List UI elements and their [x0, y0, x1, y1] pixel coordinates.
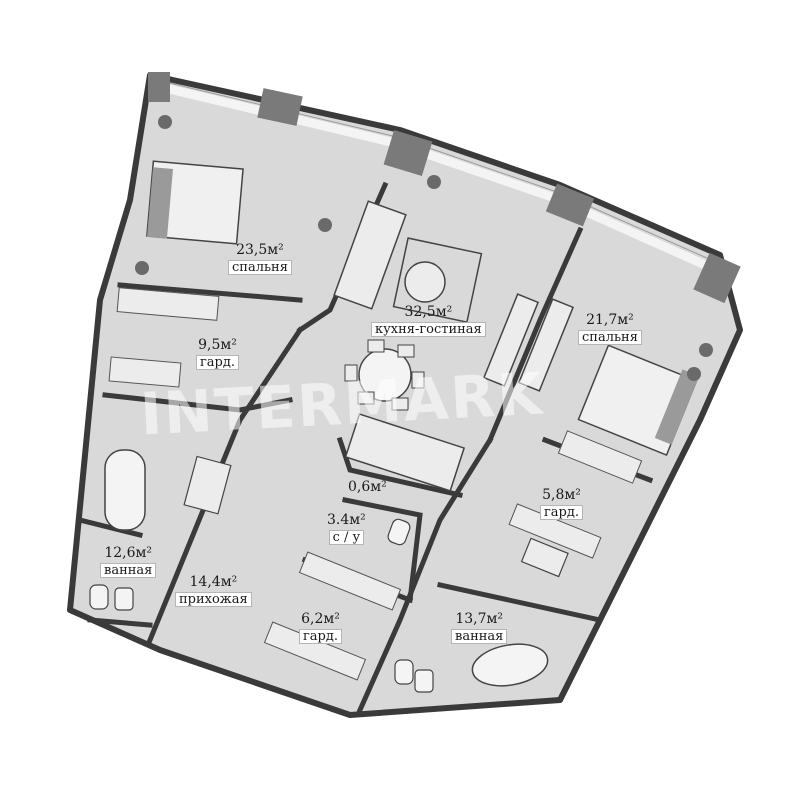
dining-chairs [344, 339, 425, 411]
room-label-wardrobe-1: 9,5м² гард. [196, 337, 240, 371]
dining-table [358, 348, 412, 402]
room-label-wardrobe-3: 6,2м² гард. [299, 611, 343, 645]
room-name: ванная [100, 562, 157, 579]
room-area: 13,7м² [455, 611, 504, 627]
column [148, 72, 170, 102]
bathtub [471, 643, 549, 687]
kitchen-counter [517, 298, 575, 392]
room-area: 5,8м² [542, 487, 581, 503]
room-area: 0,6м² [348, 479, 387, 495]
wardrobe-shelves [108, 287, 643, 681]
coffee-table [404, 261, 446, 303]
kitchen-counter [482, 293, 540, 387]
room-name: гард. [196, 354, 240, 371]
sanitary-fixtures [89, 455, 569, 693]
column [257, 88, 303, 126]
column [545, 183, 595, 227]
room-name: спальня [578, 329, 642, 346]
bathtub [104, 449, 146, 531]
room-name: ванная [451, 628, 508, 645]
room-area: 21,7м² [586, 312, 634, 328]
room-label-wardrobe-2: 5,8м² гард. [540, 487, 584, 521]
room-area: 9,5м² [198, 337, 237, 353]
column [383, 129, 433, 177]
room-area: 12,6м² [104, 545, 153, 561]
room-name: кухня-гостиная [371, 321, 486, 338]
room-area: 3.4м² [327, 512, 366, 528]
room-name: с / у [328, 529, 365, 546]
room-label-bedroom-2: 21,7м² спальня [578, 312, 642, 346]
room-label-bedroom-1: 23,5м² спальня [228, 242, 292, 276]
room-label-bathroom-1: 12,6м² ванная [100, 545, 157, 579]
room-label-living-kitchen: 32,5м² кухня-гостиная [371, 304, 486, 338]
room-label-hallway: 14,4м² прихожая [175, 574, 252, 608]
rug [392, 237, 483, 324]
room-label-wc: 3.4м² с / у [327, 512, 366, 546]
room-name: прихожая [175, 591, 252, 608]
column [693, 252, 741, 304]
plants [135, 115, 713, 381]
room-area: 32,5м² [404, 304, 453, 320]
sofa [333, 200, 407, 310]
room-area: 6,2м² [301, 611, 340, 627]
bed [577, 344, 700, 457]
room-label-bathroom-2: 13,7м² ванная [451, 611, 508, 645]
room-name: спальня [228, 259, 292, 276]
bed [146, 160, 244, 245]
room-name: гард. [540, 504, 584, 521]
room-area: 14,4м² [189, 574, 238, 590]
kitchen-island [344, 413, 466, 492]
room-area: 23,5м² [236, 242, 284, 258]
room-label-storage: 0,6м² [348, 480, 387, 495]
room-name: гард. [299, 628, 343, 645]
